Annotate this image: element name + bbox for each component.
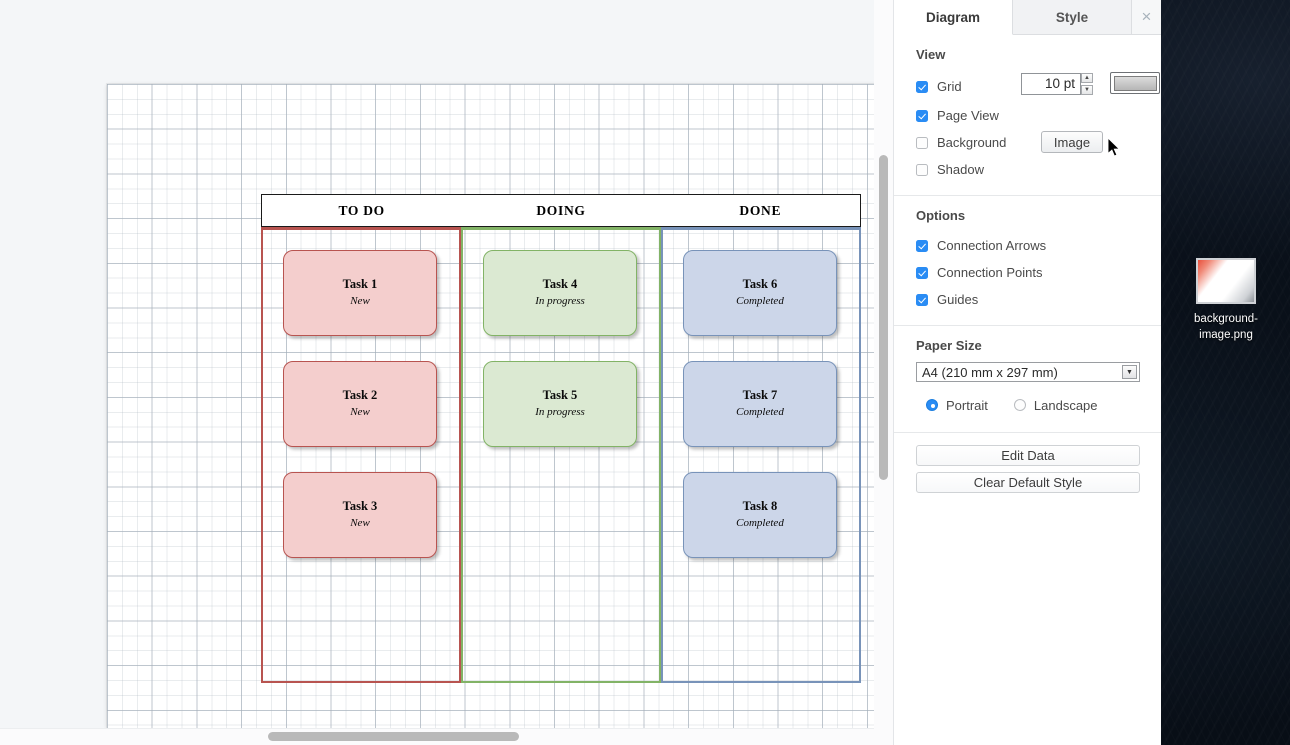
portrait-label: Portrait [946, 397, 988, 413]
connection-arrows-checkbox[interactable] [916, 239, 928, 252]
lane-done[interactable] [661, 227, 861, 683]
task-card[interactable]: Task 6 Completed [683, 250, 837, 336]
tab-diagram[interactable]: Diagram [894, 0, 1013, 35]
kanban-header-row: TO DO DOING DONE [261, 194, 861, 227]
view-section-title: View [916, 47, 946, 62]
grid-row: Grid 10 pt ▲ ▼ [916, 71, 1160, 102]
scrollbar-corner [874, 728, 893, 745]
desktop-wallpaper-texture [1161, 0, 1290, 745]
diagram-editor-window: TO DO DOING DONE Task 1 New Task 2 New T… [0, 0, 1161, 745]
task-status: Completed [736, 516, 784, 529]
connection-points-checkbox[interactable] [916, 266, 928, 279]
orientation-row: Portrait Landscape [916, 390, 1139, 420]
task-card[interactable]: Task 3 New [283, 472, 437, 558]
page-view-row: Page View [916, 102, 1139, 129]
lane-header-doing: DOING [536, 202, 586, 218]
stepper-down-icon[interactable]: ▼ [1081, 85, 1093, 95]
options-section: Options Connection Arrows Connection Poi… [894, 196, 1161, 326]
task-status: Completed [736, 294, 784, 307]
format-panel-tabs: Diagram Style × [894, 0, 1161, 35]
task-title: Task 4 [542, 277, 578, 292]
paper-size-value: A4 (210 mm x 297 mm) [922, 364, 1058, 380]
guides-label: Guides [937, 292, 979, 307]
task-title: Task 1 [342, 277, 378, 292]
mouse-cursor [1108, 138, 1121, 157]
grid-color-swatch[interactable] [1110, 72, 1160, 94]
shadow-row: Shadow [916, 156, 1139, 183]
paper-size-section: Paper Size A4 (210 mm x 297 mm) ▼ Portra… [894, 326, 1161, 433]
tab-style[interactable]: Style [1013, 0, 1132, 34]
grid-size-stepper[interactable]: ▲ ▼ [1081, 73, 1093, 95]
connection-points-label: Connection Points [937, 265, 1043, 280]
clear-default-style-button[interactable]: Clear Default Style [916, 472, 1140, 493]
close-icon[interactable]: × [1132, 0, 1161, 34]
image-thumbnail-icon [1196, 258, 1256, 304]
canvas-gutter [0, 0, 107, 728]
view-section: View Grid 10 pt ▲ ▼ Page View Background… [894, 35, 1161, 196]
task-card[interactable]: Task 7 Completed [683, 361, 837, 447]
task-card[interactable]: Task 4 In progress [483, 250, 637, 336]
task-status: In progress [535, 294, 585, 307]
kanban-board[interactable]: TO DO DOING DONE Task 1 New Task 2 New T… [261, 194, 863, 683]
page-view-checkbox[interactable] [916, 109, 928, 122]
task-title: Task 3 [342, 499, 378, 514]
diagram-canvas[interactable]: TO DO DOING DONE Task 1 New Task 2 New T… [0, 0, 893, 728]
lane-doing[interactable] [461, 227, 661, 683]
paper-size-title: Paper Size [916, 338, 982, 353]
guides-row: Guides [916, 286, 1139, 313]
desktop-icon-background-image[interactable]: background-image.png [1178, 258, 1274, 362]
task-status: New [350, 516, 370, 529]
lane-header-todo: TO DO [338, 202, 385, 218]
background-row: Background Image [916, 129, 1139, 156]
options-section-title: Options [916, 208, 966, 223]
background-image-button[interactable]: Image [1041, 131, 1103, 153]
task-title: Task 5 [542, 388, 578, 403]
format-panel: Diagram Style × View Grid 10 pt ▲ ▼ Page… [893, 0, 1161, 745]
task-card[interactable]: Task 1 New [283, 250, 437, 336]
background-label: Background [937, 135, 1007, 150]
portrait-radio[interactable] [926, 399, 938, 411]
task-card[interactable]: Task 2 New [283, 361, 437, 447]
task-card[interactable]: Task 5 In progress [483, 361, 637, 447]
shadow-checkbox[interactable] [916, 163, 928, 176]
lane-header-done: DONE [739, 202, 782, 218]
paper-size-select[interactable]: A4 (210 mm x 297 mm) ▼ [916, 362, 1140, 382]
panel-actions: Edit Data Clear Default Style [894, 433, 1161, 509]
chevron-down-icon[interactable]: ▼ [1122, 365, 1137, 379]
task-status: New [350, 405, 370, 418]
grid-label: Grid [937, 79, 962, 94]
stepper-up-icon[interactable]: ▲ [1081, 73, 1093, 83]
shadow-label: Shadow [937, 162, 984, 177]
connection-arrows-label: Connection Arrows [937, 238, 1047, 253]
vertical-scrollbar-thumb[interactable] [879, 155, 888, 480]
task-title: Task 7 [742, 388, 778, 403]
task-status: Completed [736, 405, 784, 418]
guides-checkbox[interactable] [916, 293, 928, 306]
task-status: In progress [535, 405, 585, 418]
desktop-icon-label: background-image.png [1194, 313, 1258, 341]
background-checkbox[interactable] [916, 136, 928, 149]
task-card[interactable]: Task 8 Completed [683, 472, 837, 558]
grid-size-input[interactable]: 10 pt [1021, 73, 1081, 95]
task-title: Task 6 [742, 277, 778, 292]
landscape-radio[interactable] [1013, 399, 1026, 411]
task-title: Task 8 [742, 499, 778, 514]
connection-arrows-row: Connection Arrows [916, 232, 1139, 259]
grid-checkbox[interactable] [916, 80, 928, 93]
task-status: New [350, 294, 370, 307]
lane-todo[interactable] [261, 227, 461, 683]
landscape-label: Landscape [1033, 397, 1098, 413]
diagram-page[interactable]: TO DO DOING DONE Task 1 New Task 2 New T… [107, 84, 880, 728]
horizontal-scrollbar-thumb[interactable] [268, 732, 519, 741]
page-view-label: Page View [937, 108, 999, 123]
edit-data-button[interactable]: Edit Data [916, 445, 1140, 466]
connection-points-row: Connection Points [916, 259, 1139, 286]
task-title: Task 2 [342, 388, 378, 403]
